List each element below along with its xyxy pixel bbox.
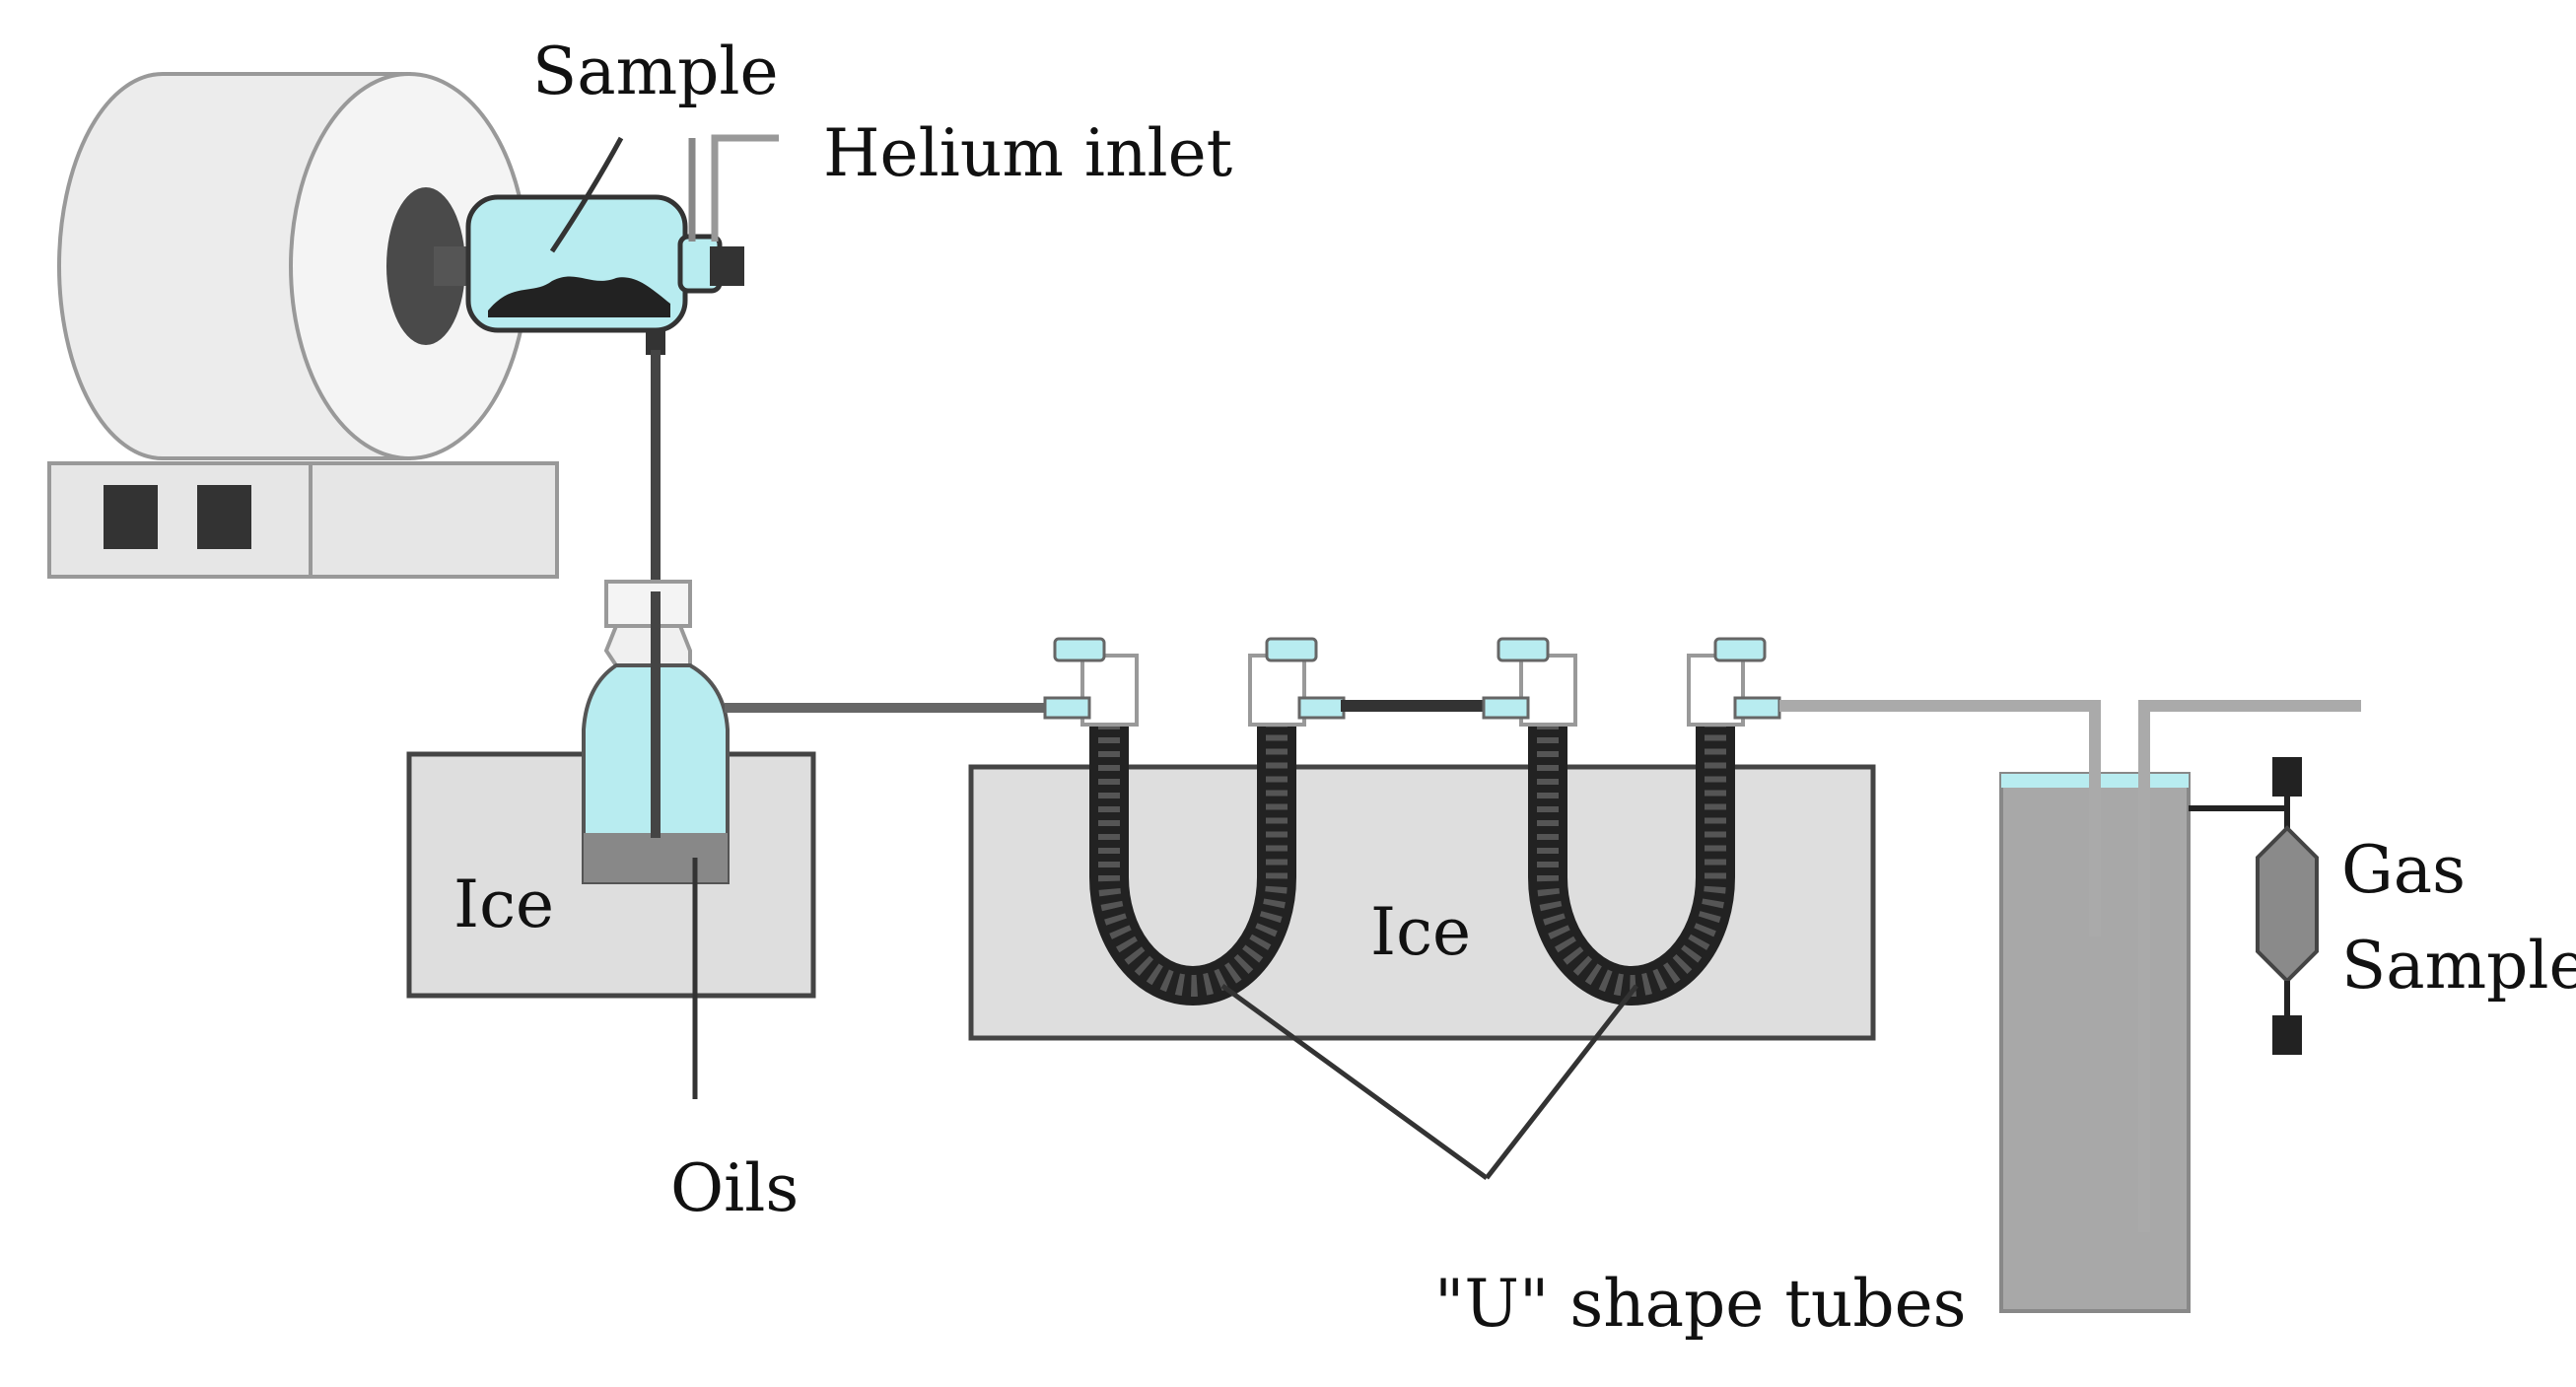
oil-collection-flask (582, 580, 1045, 884)
gas-collection-cylinder (1779, 700, 2361, 1313)
furnace-switch-1 (104, 485, 158, 549)
helium-inlet-label: Helium inlet (823, 115, 1232, 191)
oils-label: Oils (670, 1150, 799, 1226)
furnace (47, 72, 559, 579)
sample-char (488, 276, 670, 317)
leader-lines (549, 136, 1638, 1181)
ice-left-label: Ice (453, 867, 554, 942)
u-tubes-label: "U" shape tubes (1434, 1266, 1967, 1342)
u-tube-leader-2 (1485, 984, 1638, 1180)
gas-label: Gas (2341, 832, 2466, 908)
ice-center-label: Ice (1370, 894, 1471, 970)
reactor-tube (386, 134, 779, 591)
furnace-switch-2 (197, 485, 251, 549)
u-tube-2 (1482, 637, 1781, 1006)
gas-sample-label: Sample (2341, 928, 2576, 1004)
reactor-cap (386, 187, 465, 345)
sample-leader (549, 136, 624, 253)
gas-inlet-tube (1779, 700, 2101, 936)
sample-label: Sample (532, 34, 779, 109)
helium-inlet-tube (711, 134, 779, 242)
gas-sample-bag (2256, 757, 2319, 1055)
oil-layer (584, 833, 728, 882)
u-tube-1 (1043, 637, 1346, 1006)
u-tube-leader-1 (1220, 983, 1489, 1181)
gas-outlet-tube (2138, 700, 2361, 1232)
